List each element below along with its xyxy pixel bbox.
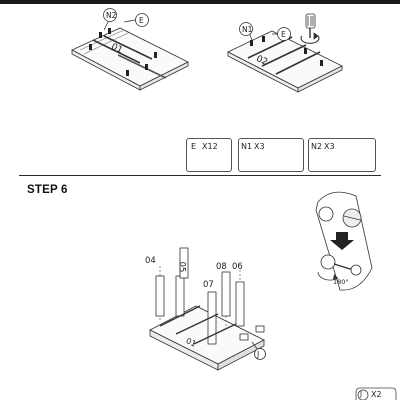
part-n1-id: N1 [241,142,253,151]
top-right-diagram [227,13,343,93]
cam-angle: 180° [333,278,349,286]
part-n2-qty: X3 [324,142,335,151]
label-07: 07 [203,280,214,290]
parts-box-e [186,138,232,172]
step-title: STEP 6 [27,184,68,196]
label-04: 04 [145,256,156,266]
label-j: J [257,350,260,359]
cam-lock-detail [315,191,373,291]
callout-n1-top: N1 [242,25,253,34]
callout-e-top-right: E [281,30,286,39]
part-e-id: E [191,142,197,151]
label-06: 06 [232,262,243,272]
callout-n2-top: N2 [106,11,117,20]
label-08: 08 [216,262,227,272]
step6-assembly [149,247,266,371]
part-n2-id: N2 [311,142,323,151]
parts-box-n2 [308,138,376,172]
bottom-part-qty: X2 [371,390,382,399]
bottom-parts-graphic [355,387,397,400]
section-divider [19,175,381,176]
label-05: 05 [176,261,187,273]
parts-box-n1 [238,138,304,172]
part-e-qty: X12 [202,142,218,151]
top-left-diagram [71,8,189,91]
part-n1-qty: X3 [254,142,265,151]
callout-e-top-left: E [139,16,144,25]
bottom-part-id: J [360,390,363,398]
top-bar [0,0,400,4]
